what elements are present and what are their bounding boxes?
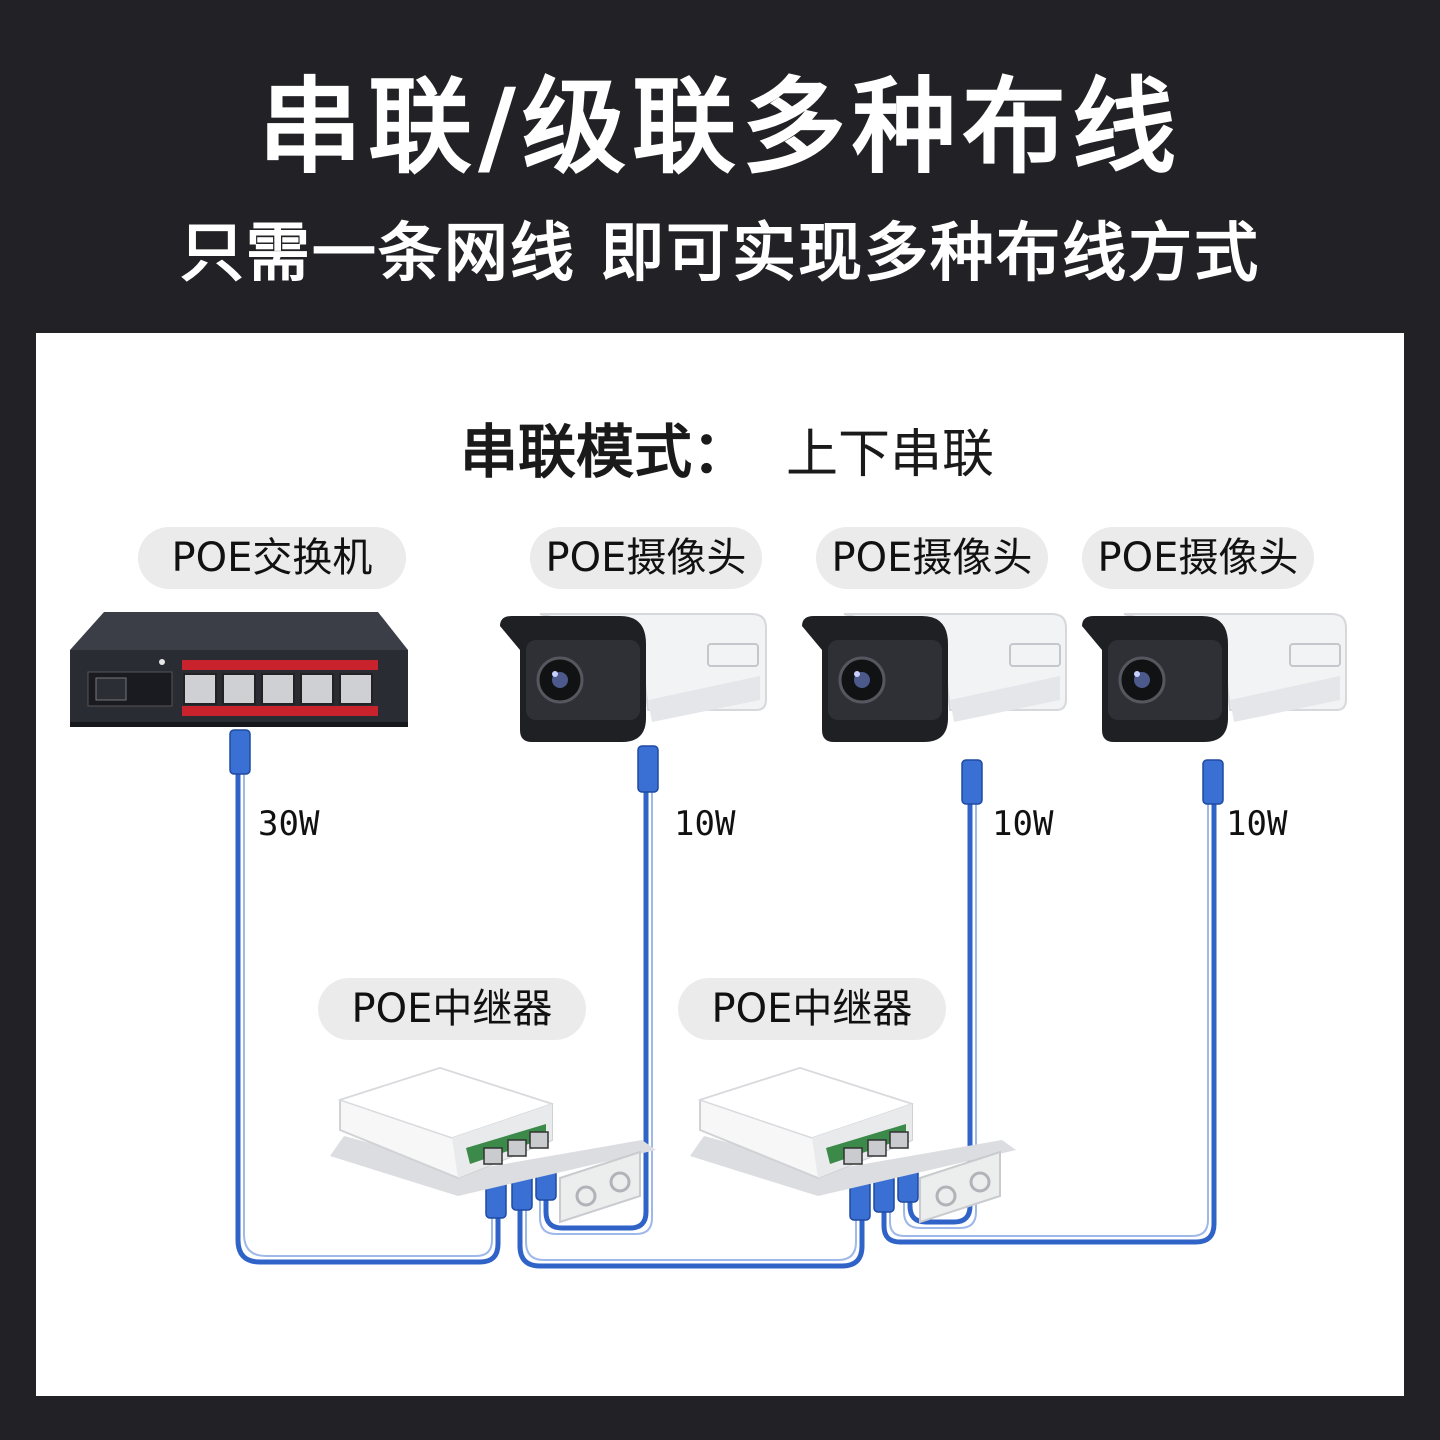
cable-switch-to-repeater-1 xyxy=(235,767,501,1265)
mode-value: 上下串联 xyxy=(786,425,995,485)
page-subtitle: 只需一条网线 即可实现多种布线方式 xyxy=(179,217,1261,291)
switch-label: POE交换机 xyxy=(138,527,406,589)
repeater-1-label: POE中继器 xyxy=(318,978,586,1040)
cable-repeater-1-to-repeater-2 xyxy=(517,1207,865,1269)
camera-3-power-label: 10W xyxy=(1226,804,1288,844)
camera-2-power-label: 10W xyxy=(992,804,1054,844)
camera-2-label: POE摄像头 xyxy=(816,527,1048,589)
camera-1-power-label: 10W xyxy=(674,804,736,844)
connector-camera-3 xyxy=(1202,759,1224,805)
connector-camera-2 xyxy=(961,759,983,805)
repeater-1-image xyxy=(330,1066,656,1224)
mode-label: 串联模式： xyxy=(460,418,751,486)
cable-camera-2-to-repeater-2 xyxy=(907,797,973,1225)
camera-1-label: POE摄像头 xyxy=(530,527,762,589)
camera-2-image xyxy=(802,613,1067,742)
camera-1-image xyxy=(500,613,767,742)
camera-3-label: POE摄像头 xyxy=(1082,527,1314,589)
cable-lines xyxy=(235,767,1217,1269)
page-title: 串联/级联多种布线 xyxy=(258,66,1182,188)
mode-heading: 串联模式： 上下串联 xyxy=(460,405,995,486)
camera-3-image xyxy=(1082,613,1347,742)
connector-switch xyxy=(229,729,251,775)
poe-switch-image xyxy=(70,612,408,727)
connector-camera-1 xyxy=(637,745,659,793)
repeater-2-label: POE中继器 xyxy=(678,978,946,1040)
switch-power-label: 30W xyxy=(258,804,320,844)
cable-repeater-2-to-camera-3 xyxy=(881,797,1217,1245)
cable-camera-1-to-repeater-1 xyxy=(543,787,649,1231)
repeater-2-image xyxy=(690,1066,1016,1224)
diagram-panel xyxy=(36,333,1404,1396)
